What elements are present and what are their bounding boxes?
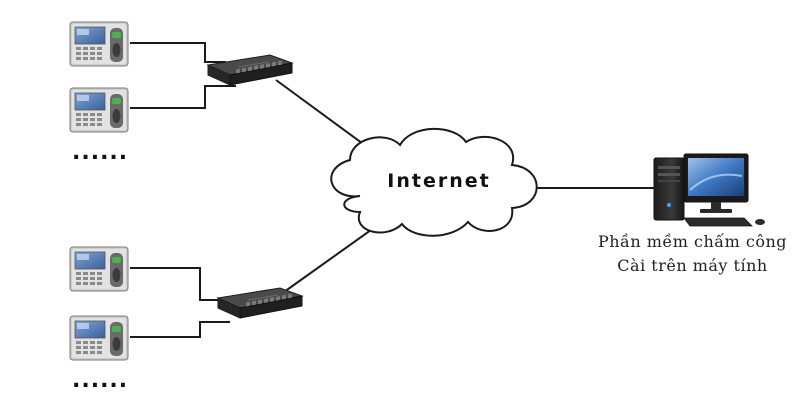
network-switch-1-icon: [207, 54, 293, 86]
link-terminal3-switch2: [130, 267, 224, 301]
link-terminal2-switch1: [130, 85, 236, 109]
attendance-terminal-4-icon: [69, 315, 129, 361]
attendance-terminal-2-icon: [69, 87, 129, 133]
computer-caption-line1: Phần mềm chấm công: [597, 232, 787, 251]
attendance-terminal-3-icon: [69, 246, 129, 292]
internet-cloud-icon: [330, 127, 538, 237]
connection-lines: [130, 42, 655, 338]
link-terminal1-switch1: [130, 42, 226, 63]
network-switch-2-icon: [217, 287, 303, 319]
desktop-computer-icon: [653, 153, 765, 227]
terminal-group-1-ellipsis: ......: [72, 140, 129, 165]
computer-caption-line2: Cài trên máy tính: [617, 256, 768, 275]
link-terminal4-switch2: [130, 321, 230, 338]
internet-label: Internet: [387, 170, 491, 192]
link-switch2-internet: [283, 219, 386, 293]
attendance-terminal-1-icon: [69, 21, 129, 67]
terminal-group-2-ellipsis: ......: [72, 368, 129, 393]
